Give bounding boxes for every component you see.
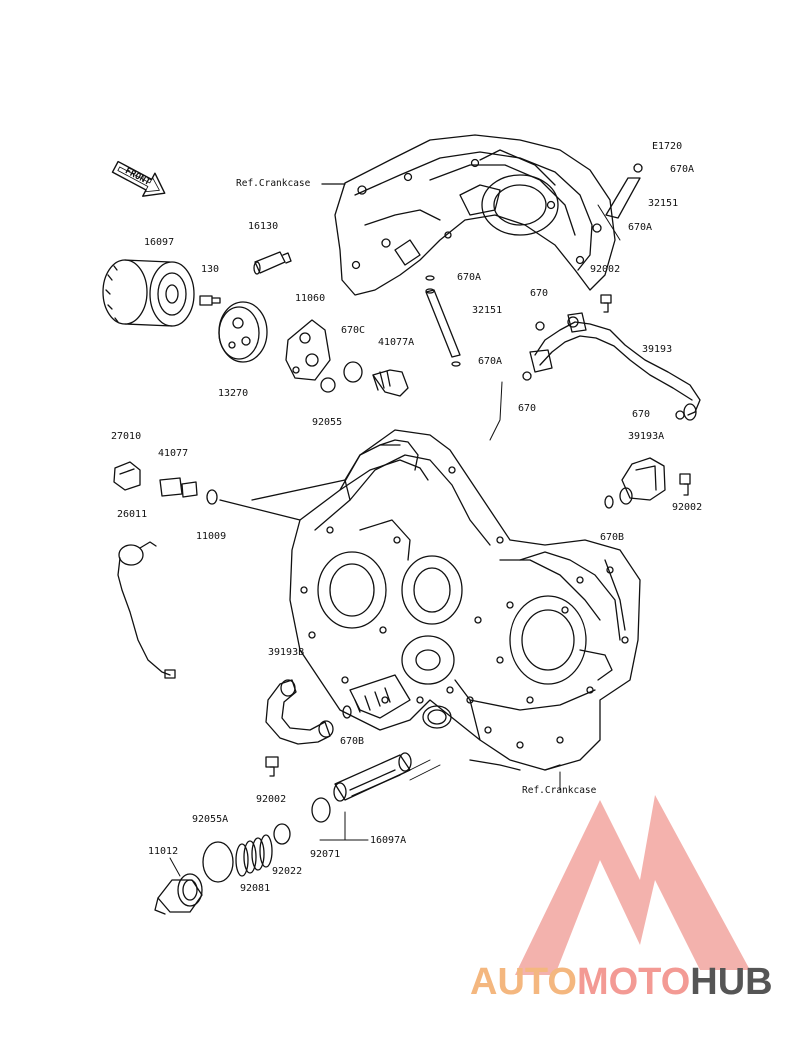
fitting-41077-drawing: [159, 477, 198, 498]
watermark-auto: AUTO: [470, 961, 577, 1003]
washer-11009-drawing: [206, 489, 218, 505]
part-label-92081: 92081: [240, 883, 271, 894]
part-label-92055A: 92055A: [192, 814, 229, 825]
watermark-text: AUTOMOTOHUB: [470, 962, 773, 1002]
bolt-92002-right-drawing: [679, 473, 691, 496]
pipe-39193A-drawing: [619, 457, 666, 505]
part-label-92002-3: 92002: [256, 794, 287, 805]
fitting-16130-drawing: [253, 251, 292, 275]
oring-92055-drawing: [320, 377, 336, 393]
washer-92022-drawing: [273, 823, 291, 845]
watermark-moto: MOTO: [576, 961, 691, 1003]
part-label-670A-1: 670A: [670, 164, 695, 175]
part-label-670A-4: 670A: [478, 356, 503, 367]
part-label-92002-2: 92002: [672, 502, 703, 513]
oring-670-b-drawing: [522, 371, 532, 381]
oring-670B-left-drawing: [342, 705, 352, 719]
spring-92081-drawing: [235, 834, 273, 877]
pipe-32151-top-drawing: [592, 163, 643, 233]
part-label-16130: 16130: [248, 221, 279, 232]
upper-crankcase-drawing: [334, 134, 616, 296]
part-label-41077A: 41077A: [378, 337, 415, 348]
oring-92071-drawing: [311, 797, 331, 823]
part-label-11060: 11060: [295, 293, 326, 304]
part-label-670-2: 670: [518, 403, 537, 414]
plate-13270-drawing: [218, 301, 268, 363]
part-label-11012: 11012: [148, 846, 179, 857]
part-label-670C: 670C: [341, 325, 366, 336]
gasket-11060-drawing: [285, 319, 331, 381]
ref-crankcase-bottom: Ref.Crankcase: [522, 785, 597, 796]
part-label-27010: 27010: [111, 431, 142, 442]
part-label-16097: 16097: [144, 237, 175, 248]
part-label-32151-2: 32151: [472, 305, 503, 316]
oil-pipe-39193-drawing: [529, 312, 701, 421]
part-label-670A-3: 670A: [457, 272, 482, 283]
part-label-92055: 92055: [312, 417, 343, 428]
oring-670C-drawing: [343, 361, 363, 383]
part-label-92071: 92071: [310, 849, 341, 860]
part-label-41077: 41077: [158, 448, 189, 459]
bolt-130-drawing: [199, 295, 221, 306]
oring-670-a-drawing: [535, 321, 545, 331]
part-label-32151-1: 32151: [648, 198, 679, 209]
part-label-13270: 13270: [218, 388, 249, 399]
bolt-92002-top-drawing: [600, 294, 612, 313]
part-label-670B-2: 670B: [340, 736, 365, 747]
diagram-code: E1720: [652, 141, 683, 152]
sensor-26011-drawing: [117, 541, 176, 679]
ref-crankcase-top: Ref.Crankcase: [236, 178, 311, 189]
part-label-670B-1: 670B: [600, 532, 625, 543]
pipe-39193B-drawing: [265, 679, 334, 745]
plug-41077A-drawing: [372, 369, 409, 397]
part-label-92002-1: 92002: [590, 264, 621, 275]
pipe-32151-mid-drawing: [425, 275, 461, 367]
plug-11012-drawing: [154, 873, 203, 915]
part-label-26011: 26011: [117, 509, 148, 520]
part-label-670-3: 670: [632, 409, 651, 420]
oil-filter-16097-drawing: [102, 259, 195, 327]
switch-27010-drawing: [113, 461, 141, 491]
strainer-16097A-drawing: [333, 752, 441, 802]
part-label-670-1: 670: [530, 288, 549, 299]
part-label-670A-2: 670A: [628, 222, 653, 233]
watermark-hub: HUB: [690, 961, 773, 1003]
front-arrow-icon: [111, 160, 166, 197]
part-label-130: 130: [201, 264, 220, 275]
watermark-logo-icon: [515, 795, 750, 975]
part-label-39193B: 39193B: [268, 647, 305, 658]
oring-670B-right-drawing: [604, 495, 614, 509]
part-label-92022: 92022: [272, 866, 303, 877]
oring-92055A-drawing: [202, 841, 234, 883]
part-label-11009: 11009: [196, 531, 227, 542]
bolt-92002-lower-drawing: [265, 756, 279, 777]
part-label-16097A: 16097A: [370, 835, 407, 846]
part-label-39193: 39193: [642, 344, 673, 355]
oring-670-c-drawing: [675, 410, 685, 420]
main-crankcase-drawing: [289, 429, 641, 771]
part-label-39193A: 39193A: [628, 431, 665, 442]
